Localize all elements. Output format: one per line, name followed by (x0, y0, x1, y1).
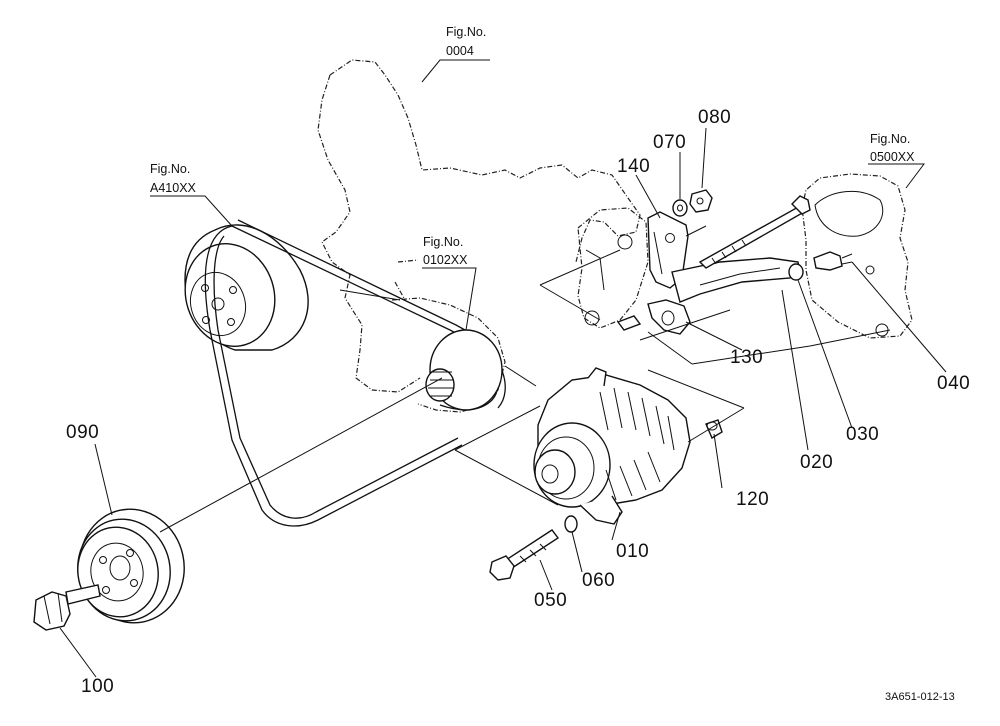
fig-ref-0004: Fig.No. 0004 (446, 25, 486, 58)
callout-040: 040 (937, 373, 970, 394)
callout-140: 140 (617, 156, 650, 177)
callout-030: 030 (846, 424, 879, 445)
callout-010: 010 (616, 541, 649, 562)
long-bolt (698, 195, 811, 269)
washer-030 (788, 263, 804, 281)
fig-ref-number: 0102XX (423, 253, 468, 267)
stud-040 (813, 251, 853, 271)
callouts: 090 100 140 070 080 130 020 030 040 120 … (66, 107, 970, 697)
crank-pulley (77, 508, 185, 624)
fig-ref-a410xx: Fig.No. A410XX (150, 162, 197, 195)
mounting-bracket-outline (577, 207, 649, 329)
fig-ref-label: Fig.No. (446, 25, 486, 39)
fig-ref-label: Fig.No. (150, 162, 190, 176)
crank-bolt (33, 584, 101, 631)
callout-100: 100 (81, 676, 114, 697)
spacer-120 (705, 419, 723, 440)
fig-ref-label: Fig.No. (870, 132, 910, 146)
fig-ref-label: Fig.No. (423, 235, 463, 249)
leader-lines (59, 59, 947, 678)
engine-block-outline (317, 59, 641, 413)
washer-070 (672, 199, 688, 217)
clamp-130 (647, 299, 691, 335)
fig-ref-number: A410XX (150, 181, 197, 195)
adjust-bracket (647, 211, 801, 303)
small-screw (616, 315, 642, 331)
washer-060 (564, 515, 578, 533)
callout-120: 120 (736, 489, 769, 510)
alignment-lines (159, 225, 891, 533)
callout-060: 060 (582, 570, 615, 591)
alternator (533, 367, 691, 525)
nut-080 (689, 189, 713, 213)
fig-ref-number: 0500XX (870, 150, 915, 164)
fan-pulley (184, 224, 309, 351)
drawing-code: 3A651-012-13 (885, 691, 955, 703)
callout-090: 090 (66, 422, 99, 443)
callout-020: 020 (800, 452, 833, 473)
fig-ref-0500xx: Fig.No. 0500XX (870, 132, 915, 164)
bolt-050 (489, 529, 560, 581)
fig-ref-number: 0004 (446, 44, 474, 58)
callout-080: 080 (698, 107, 731, 128)
fig-ref-0102xx: Fig.No. 0102XX (423, 235, 468, 267)
callout-050: 050 (534, 590, 567, 611)
callout-070: 070 (653, 132, 686, 153)
callout-130: 130 (730, 347, 763, 368)
